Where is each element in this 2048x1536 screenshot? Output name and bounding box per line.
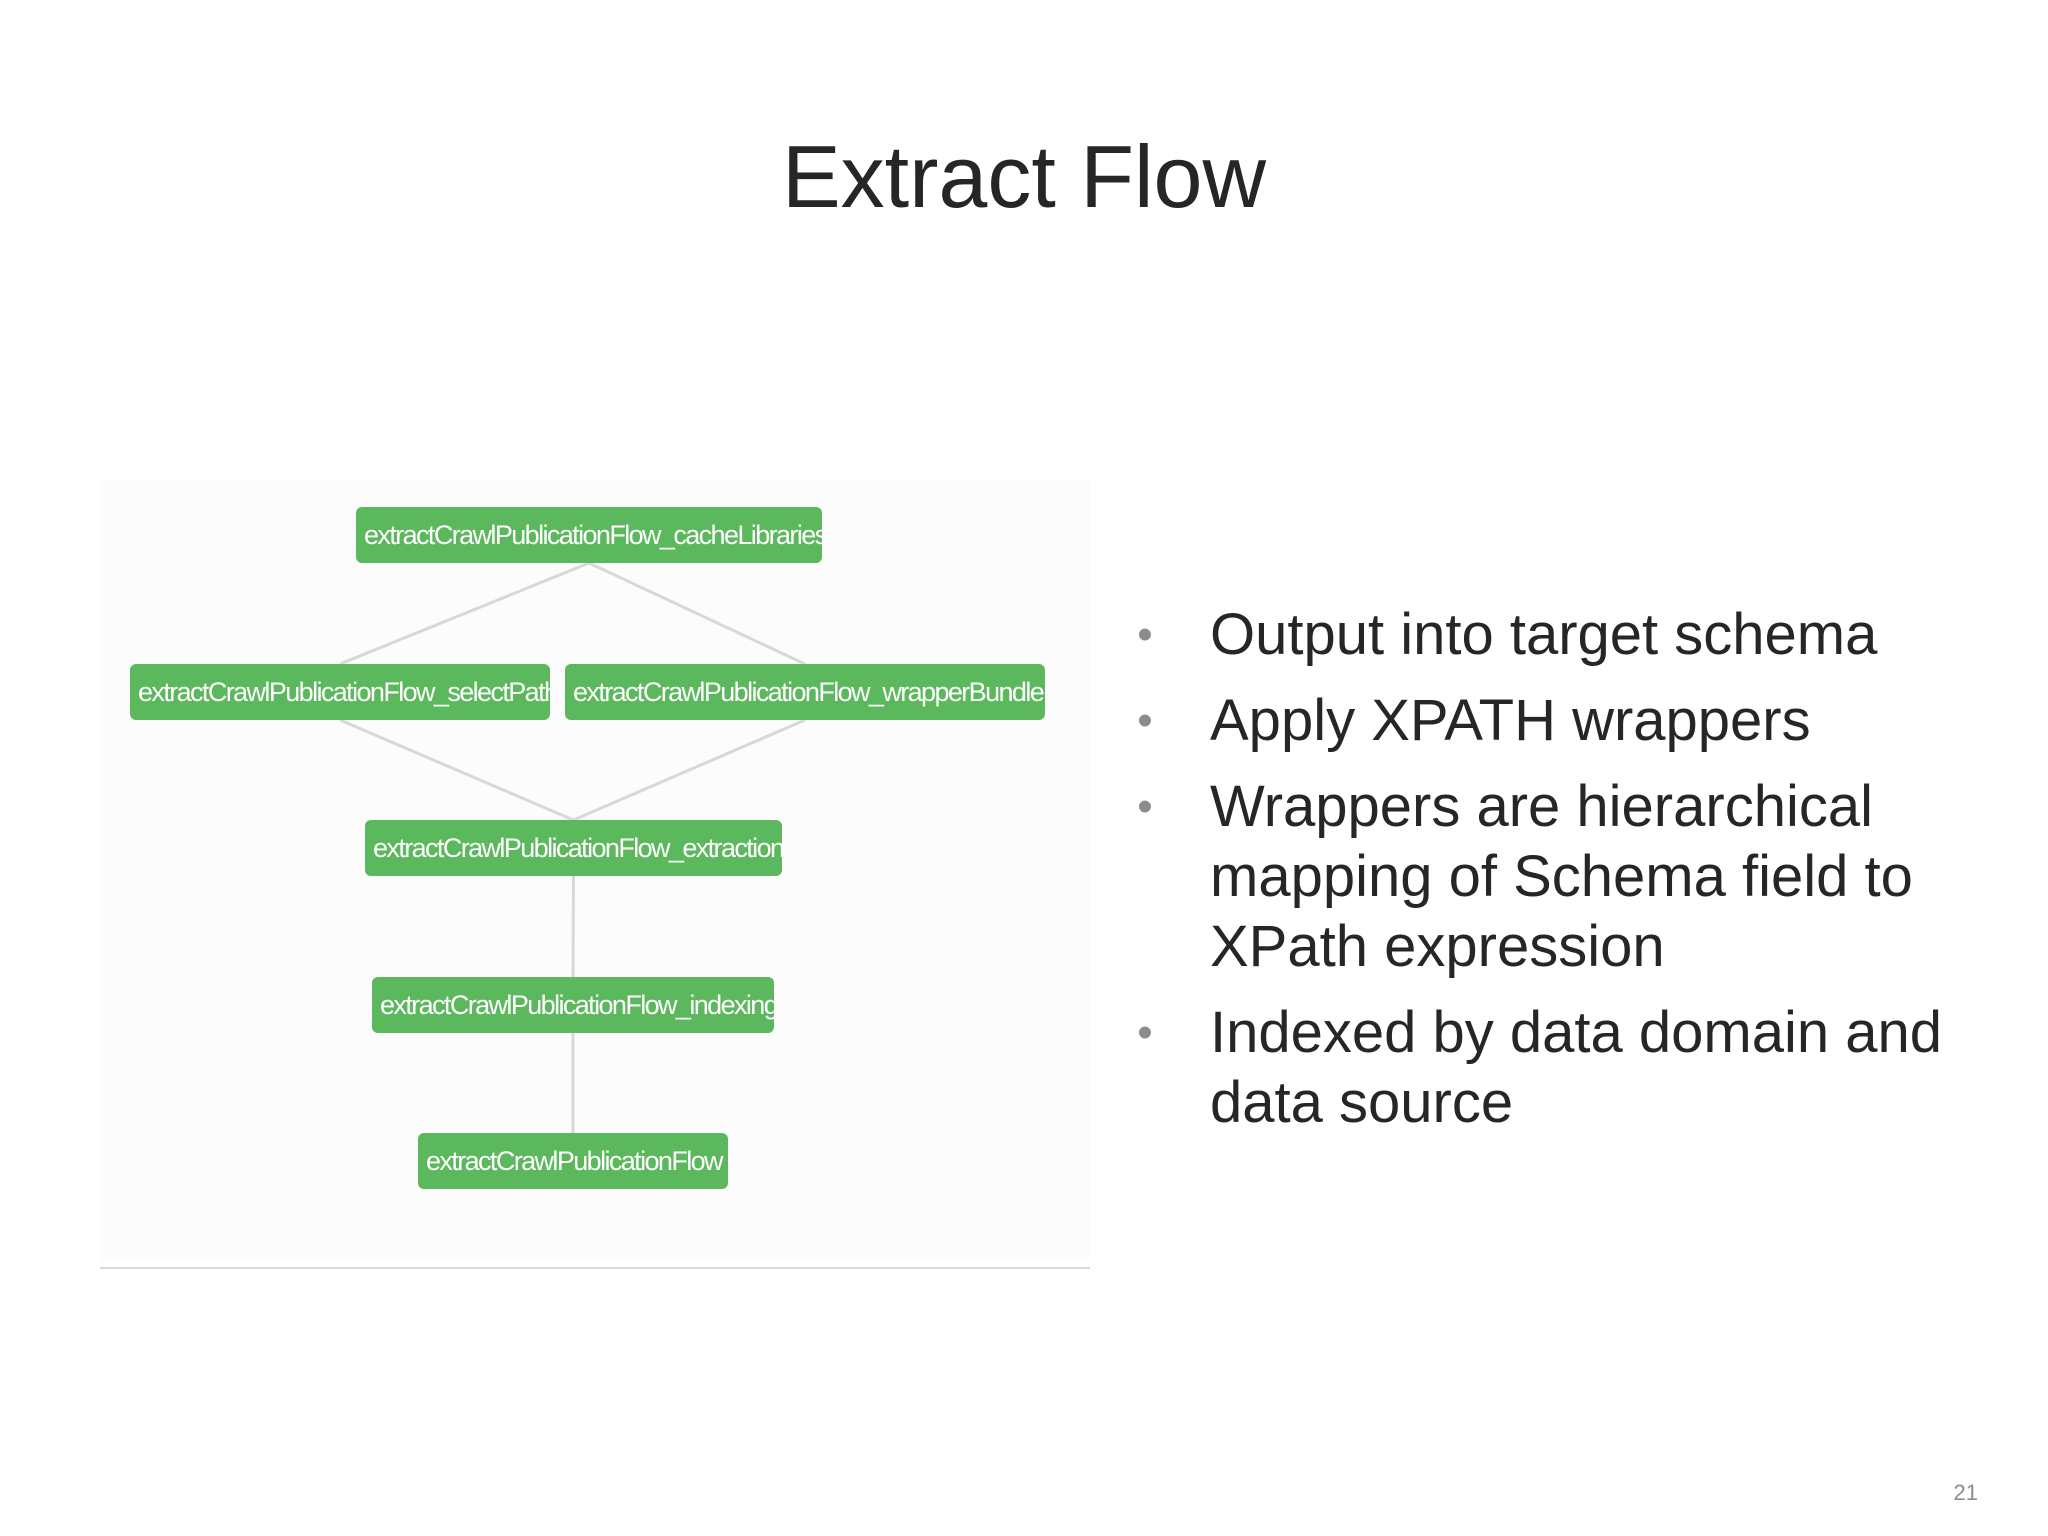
node-extraction[interactable]: extractCrawlPublicationFlow_extraction — [365, 820, 782, 876]
edge-selectPath-to-extraction — [339, 718, 575, 822]
edge-wrapperBundler-to-extraction — [572, 718, 806, 822]
bullet-dot-icon: • — [1137, 696, 1153, 745]
bullet-item: • Output into target schema — [1130, 600, 1990, 670]
bullet-text: Apply XPATH wrappers — [1210, 688, 1811, 753]
bullet-list: • Output into target schema • Apply XPAT… — [1130, 600, 1990, 1154]
node-select-path[interactable]: extractCrawlPublicationFlow_selectPath — [130, 664, 550, 720]
node-indexing[interactable]: extractCrawlPublicationFlow_indexing — [372, 977, 774, 1033]
bullet-item: • Wrappers are hierarchical mapping of S… — [1130, 772, 1990, 982]
bullet-text: Indexed by data domain and data source — [1210, 1000, 1942, 1135]
diagram-divider — [100, 1267, 1090, 1269]
bullet-text: Output into target schema — [1210, 602, 1878, 667]
node-root-flow[interactable]: extractCrawlPublicationFlow — [418, 1133, 728, 1189]
bullet-item: • Apply XPATH wrappers — [1130, 686, 1990, 756]
edge-cacheLibraries-to-selectPath — [339, 561, 590, 666]
flow-diagram-edges — [339, 561, 806, 1133]
node-wrapper-bundler[interactable]: extractCrawlPublicationFlow_wrapperBundl… — [565, 664, 1045, 720]
flow-diagram: extractCrawlPublicationFlow_cacheLibrari… — [100, 480, 1090, 1260]
bullet-text: Wrappers are hierarchical mapping of Sch… — [1210, 774, 1913, 979]
edge-cacheLibraries-to-wrapperBundler — [588, 561, 806, 666]
bullet-dot-icon: • — [1137, 610, 1153, 659]
bullet-item: • Indexed by data domain and data source — [1130, 998, 1990, 1138]
bullet-dot-icon: • — [1137, 1008, 1153, 1057]
edge-extraction-to-indexing — [571, 875, 575, 978]
bullet-dot-icon: • — [1137, 782, 1153, 831]
slide-title: Extract Flow — [781, 127, 1267, 226]
page-number: 21 — [1953, 1480, 1978, 1505]
node-cache-libraries[interactable]: extractCrawlPublicationFlow_cacheLibrari… — [356, 507, 822, 563]
